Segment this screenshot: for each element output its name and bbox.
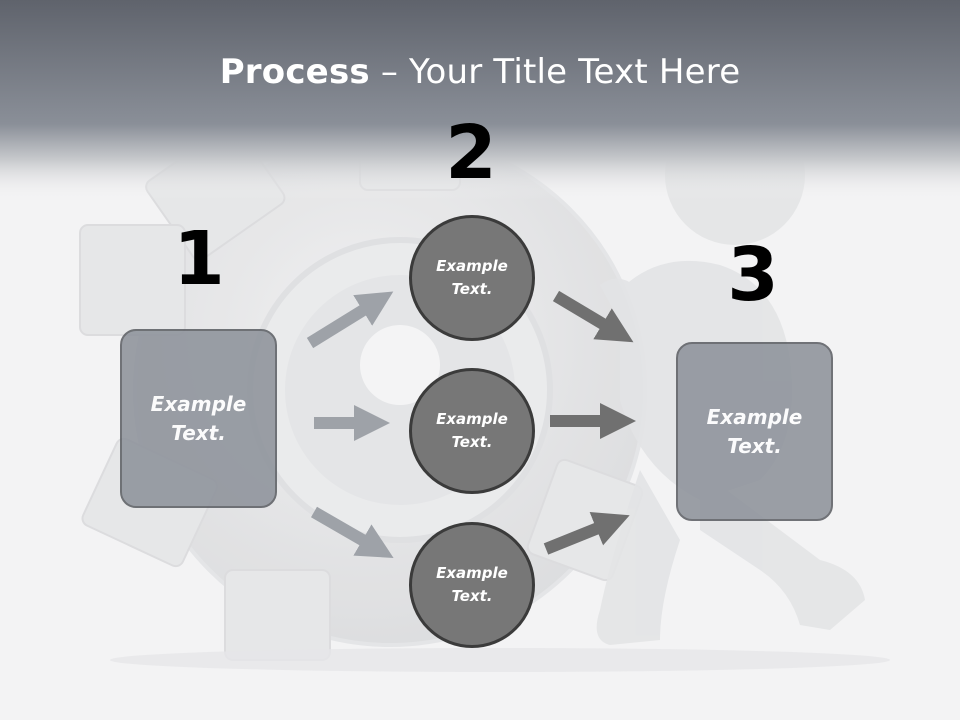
step-3-box: Example Text. [676,342,833,521]
circle-3-text-line1: Example [436,564,508,582]
arrow-icon-left-up [306,291,394,349]
circle-1-text-line2: Text. [451,280,493,298]
step-number-2: 2 [445,110,497,196]
title-rest: – Your Title Text Here [369,52,741,92]
step-2-circle-2: Example Text. [409,368,535,494]
step-2-circle-1: Example Text. [409,215,535,341]
step-number-3: 3 [727,232,779,318]
circle-2-text-line2: Text. [451,433,493,451]
step-3-text-line1: Example [706,404,803,429]
step-1-text-line1: Example [150,391,247,416]
step-1-box: Example Text. [120,329,277,508]
step-2-circle-3: Example Text. [409,522,535,648]
slide-title: Process – Your Title Text Here [0,52,960,92]
step-1-text-line2: Text. [171,420,226,445]
arrow-icon-right-down [552,290,634,343]
step-number-1: 1 [173,216,225,302]
title-bold: Process [219,52,370,92]
circle-2-text-line1: Example [436,410,508,428]
arrow-icon-left-down [310,506,394,559]
step-3-text-line2: Text. [727,433,782,458]
arrow-icon-right-up [543,512,630,555]
circle-3-text-line2: Text. [451,587,493,605]
circle-1-text-line1: Example [436,257,508,275]
